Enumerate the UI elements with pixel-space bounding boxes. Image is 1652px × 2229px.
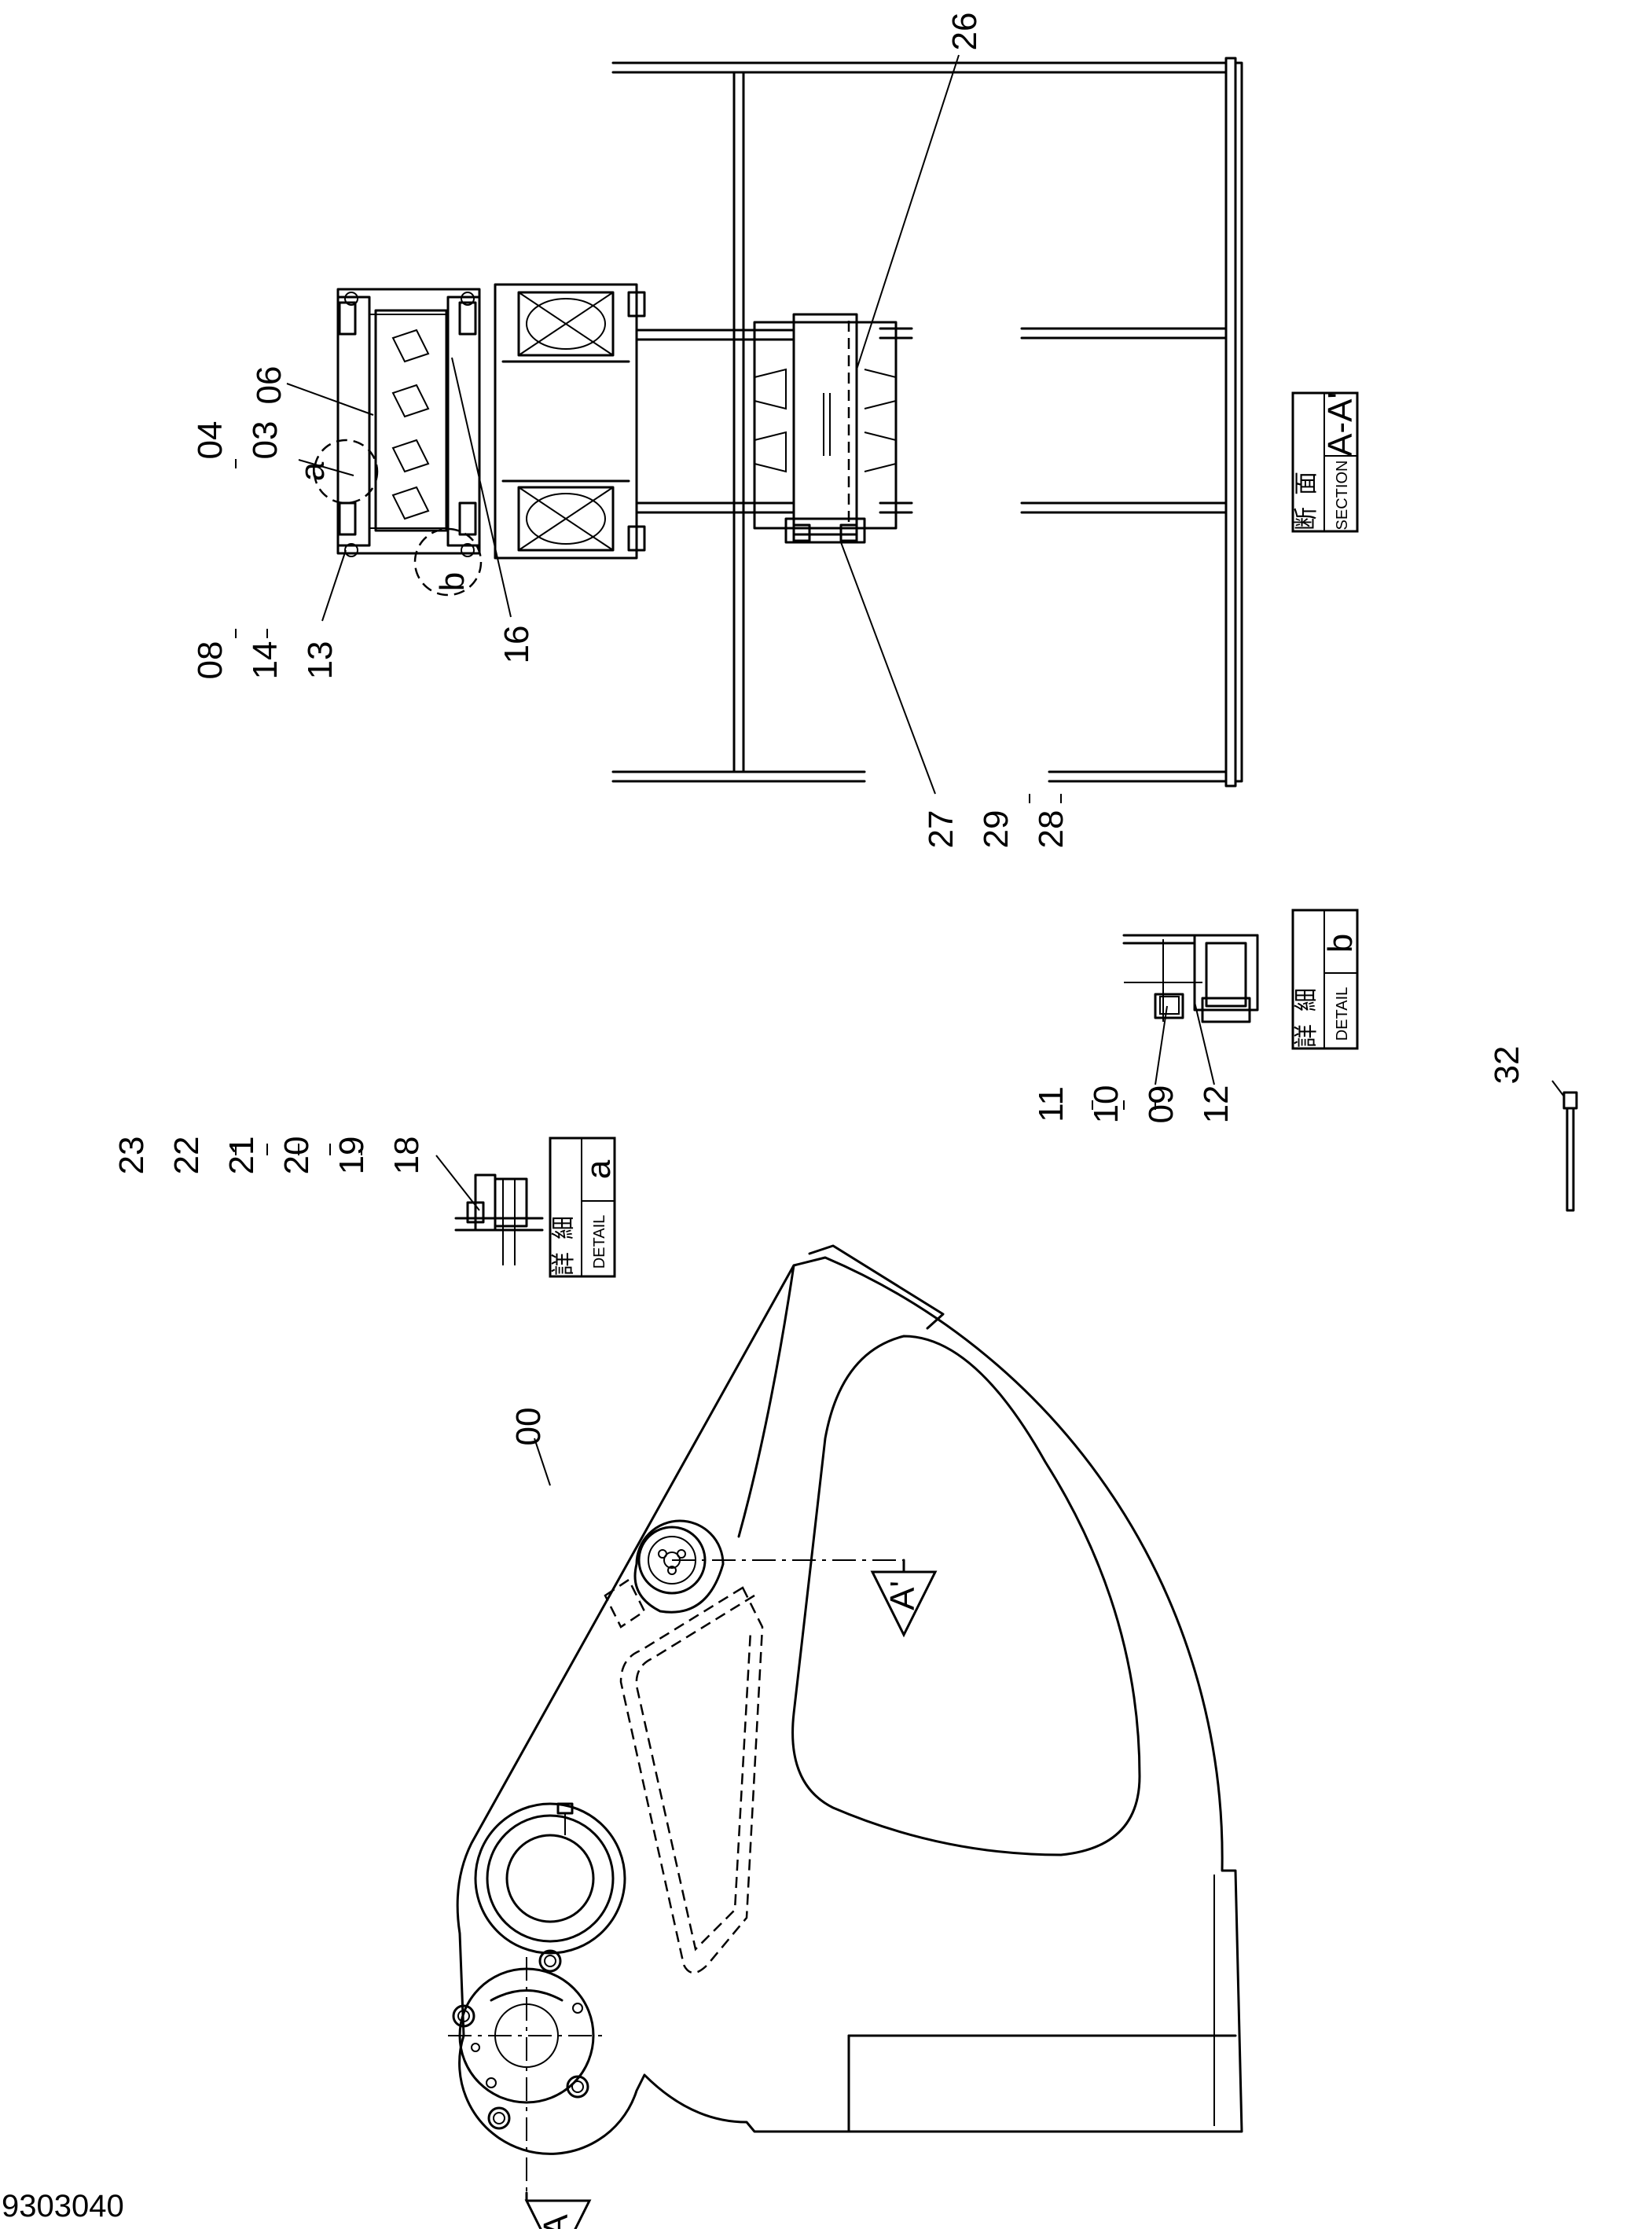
callout-28: 28 [1032, 810, 1070, 849]
main-bracket-view [448, 1244, 1243, 2229]
drawing-number: 9303040 [2, 2189, 124, 2223]
section-sub-label: SECTION [1334, 461, 1351, 531]
circle-label-a: a [293, 461, 332, 481]
detail-a-jp-char-2: 細 [551, 1216, 577, 1239]
section-title-box: 断 面 SECTION A-A' [1291, 391, 1360, 533]
callout-32: 32 [1488, 1046, 1526, 1085]
callout-13: 13 [301, 641, 340, 680]
detail-a-box: 詳 細 DETAIL a [549, 1137, 618, 1278]
section-id: A-A' [1321, 392, 1360, 457]
callout-03: 03 [246, 421, 285, 460]
callout-14: 14 [246, 641, 285, 680]
detail-a-jp-char-1: 詳 [551, 1252, 577, 1276]
detail-a-id: a [579, 1159, 618, 1179]
callout-10: 10 [1087, 1085, 1125, 1124]
callout-19: 19 [332, 1137, 371, 1175]
leader-lines [235, 54, 1565, 1486]
section-jp-char-1: 断 [1294, 507, 1320, 531]
section-marker-a-prime: A' [883, 1581, 922, 1610]
callout-11: 11 [1032, 1086, 1070, 1122]
detail-b-sub-label: DETAIL [1334, 987, 1351, 1041]
detail-b-jp-char-1: 詳 [1294, 1024, 1320, 1048]
callout-12: 12 [1197, 1085, 1235, 1124]
callout-09: 09 [1142, 1085, 1180, 1124]
callout-26: 26 [945, 13, 984, 51]
callout-04: 04 [191, 421, 229, 460]
section-marker-a: A [537, 2214, 575, 2229]
callout-18: 18 [387, 1137, 426, 1175]
callout-27: 27 [922, 810, 960, 849]
detail-b-box: 詳 細 DETAIL b [1291, 909, 1360, 1050]
callout-00: 00 [509, 1408, 548, 1446]
detail-a-sub-label: DETAIL [591, 1215, 608, 1269]
callout-labels: 06 04 03 a 08 14 13 b 16 26 27 29 28 23 … [112, 13, 1526, 2229]
callout-23: 23 [112, 1137, 151, 1175]
section-a-a-assembly [313, 57, 1243, 788]
section-jp-char-2: 面 [1294, 472, 1320, 495]
callout-21: 21 [222, 1137, 261, 1175]
callout-29: 29 [977, 810, 1015, 849]
detail-b-jp-char-2: 細 [1294, 988, 1320, 1012]
callout-08: 08 [191, 641, 229, 680]
callout-16: 16 [497, 626, 536, 664]
circle-label-b: b [433, 572, 472, 591]
detail-a-drawing [454, 1173, 544, 1265]
callout-20: 20 [277, 1137, 316, 1175]
detail-b-id: b [1321, 934, 1360, 953]
callout-22: 22 [167, 1137, 206, 1175]
detail-b-drawing [1122, 934, 1259, 1023]
callout-06: 06 [250, 366, 288, 405]
pin-part-32 [1562, 1091, 1578, 1212]
